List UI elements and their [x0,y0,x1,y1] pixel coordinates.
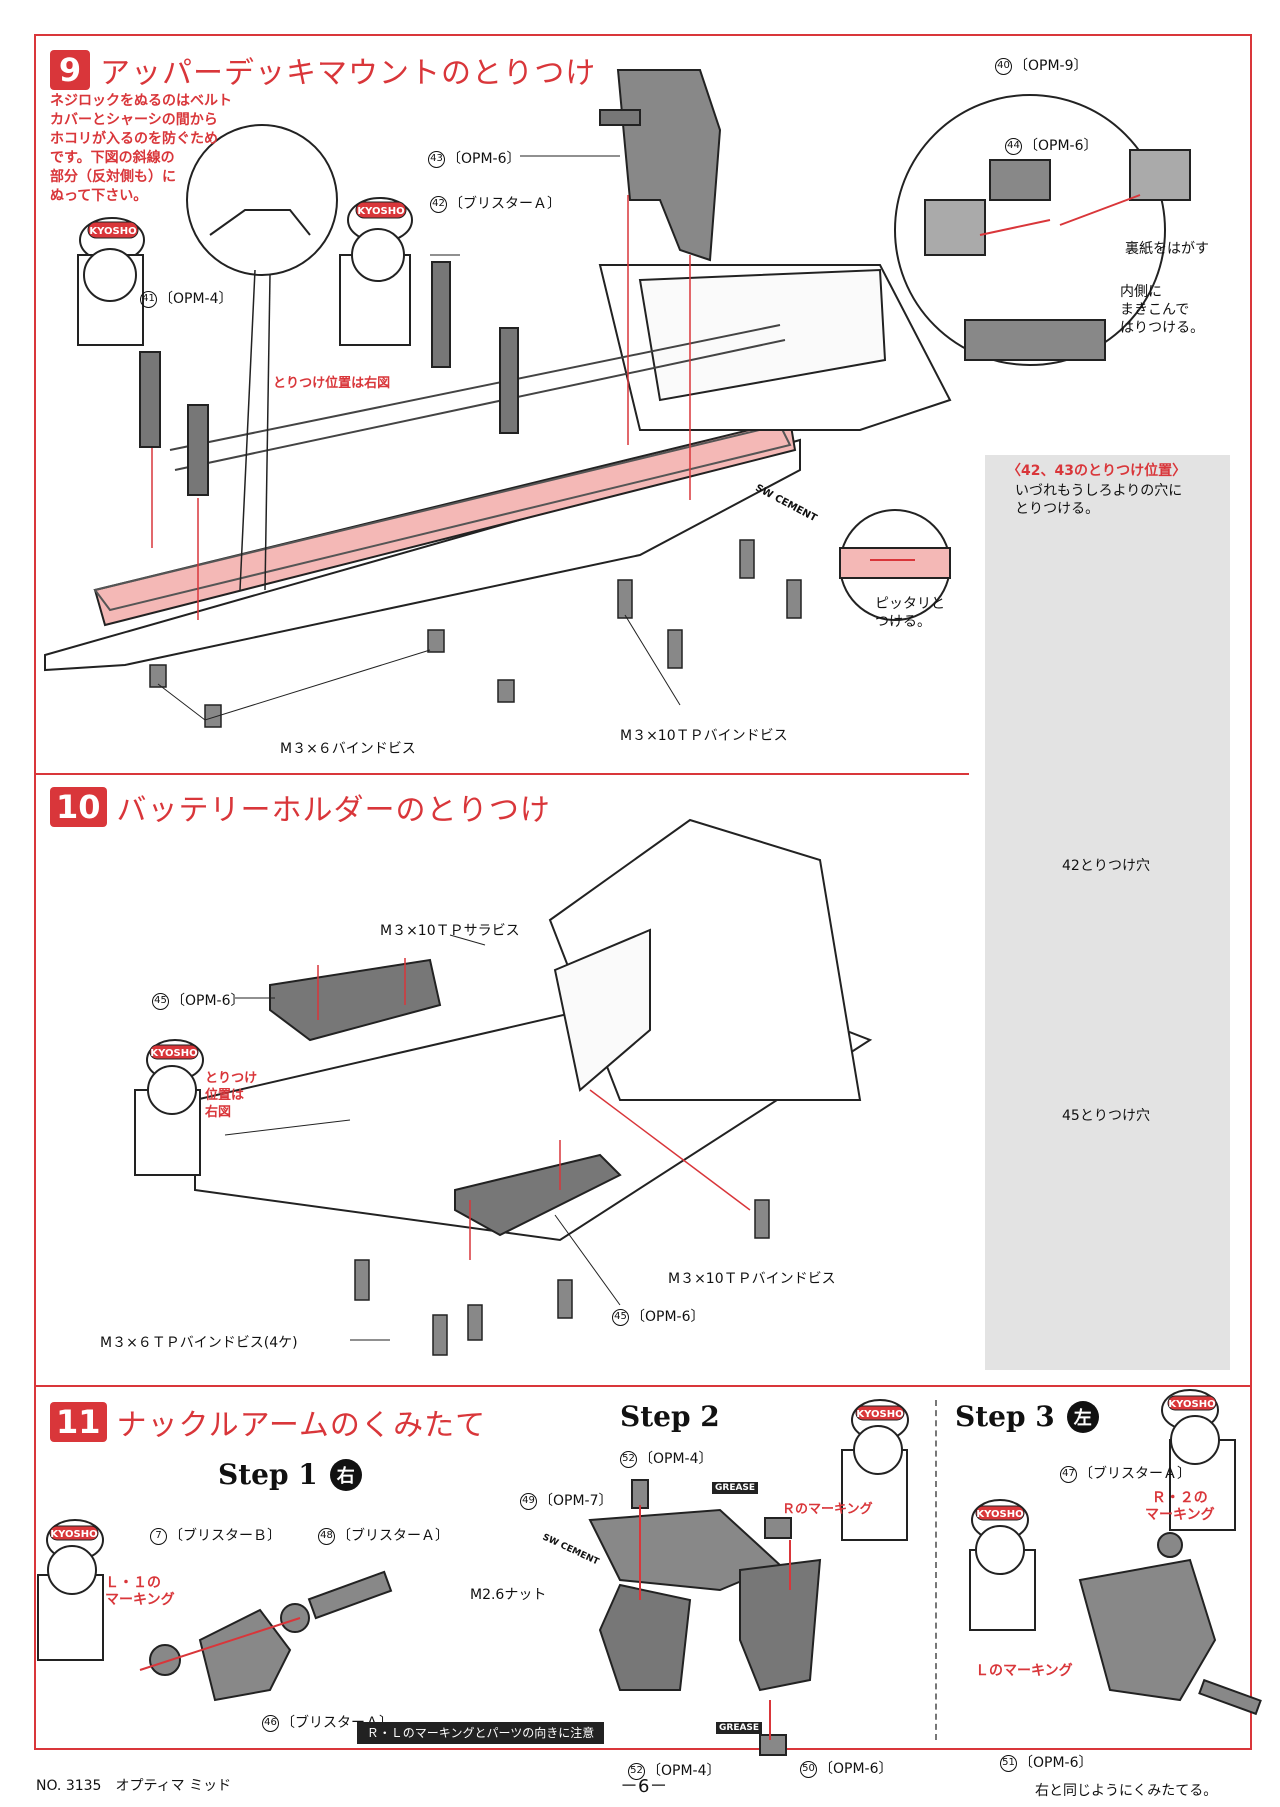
divider-9-10 [34,773,969,775]
knuckle-step3 [1078,1532,1262,1716]
leaders-9 [157,155,681,721]
screw-m3x10-label: M３×10ＴＰバインドビス [620,728,788,744]
mascot-note-9: とりつけ位置は右図 [273,376,391,391]
step-2-heading: Step 2 [620,1400,720,1433]
step-3-side-badge: 左 [1066,1400,1099,1433]
part-40-label: 40〔OPM-9〕 [995,55,1088,75]
l-marking-label: Ｌのマーキング [975,1663,1073,1679]
part-51-label: 51〔OPM-6〕 [1000,1752,1093,1772]
part-52a-label: 52〔OPM-4〕 [620,1448,713,1468]
part-7-label: 7〔ブリスターＢ〕 [150,1525,281,1545]
section-10-number: 10 [50,787,107,827]
mascot-cap-text-5: KYOSHO [856,1409,903,1420]
grease-tag-top: GREASE [712,1482,759,1494]
section-9-text: アッパーデッキマウントのとりつけ [100,56,597,91]
section-10-title: 10 バッテリーホルダーのとりつけ [50,785,551,829]
part-41-label: 41〔OPM-4〕 [140,288,233,308]
screw-bind-label-10: M３×10ＴＰバインドビス [668,1271,836,1287]
upper-deck-mount-43 [599,69,722,262]
part-45a-label: 45〔OPM-6〕 [152,990,245,1010]
knuckle-step1 [139,1570,393,1702]
step-1-label: Step 1 [218,1458,318,1491]
same-as-right-note: 右と同じようにくみたてる。 [1035,1783,1218,1799]
hole-45-label: 45とりつけ穴 [1062,1108,1150,1124]
part-50-label: 50〔OPM-6〕 [800,1758,893,1778]
mascot-cap-text-3: KYOSHO [150,1048,197,1059]
divider-step2-3 [935,1400,937,1740]
part-42-label: 42〔ブリスターＡ〕 [430,193,561,213]
step-1-side-badge: 右 [329,1458,362,1491]
hole-42-label: 42とりつけ穴 [1062,858,1150,874]
screws-9 [149,539,802,728]
part-45b-label: 45〔OPM-6〕 [612,1306,705,1326]
battery-holders-45 [269,958,622,1237]
knuckle-step2 [588,1479,822,1756]
footer-page-number: －6－ [620,1776,668,1797]
l1-marking-label: Ｌ・１の マーキング [105,1575,175,1608]
mascot-cap-text-2: KYOSHO [357,206,404,217]
arrows-10 [317,958,751,1260]
panel-subtitle: いづれもうしろよりの穴に とりつける。 [1015,483,1183,517]
section-9-number: 9 [50,50,90,90]
section-9-title: 9 アッパーデッキマウントのとりつけ [50,48,596,92]
neji-lock-note: ネジロックをぬるのはベルト カバーとシャーシの間から ホコリが入るのを防ぐため … [50,93,232,204]
chassis-drawing-10 [194,818,873,1242]
footer-model: NO. 3135 オプティマ ミッド [36,1778,232,1794]
marking-notice: Ｒ・Ｌのマーキングとパーツの向きに注意 [357,1722,604,1744]
section-11-title: 11 ナックルアームのくみたて [50,1400,486,1444]
mounting-position-panel [985,455,1230,1370]
peel-backing-label: 裏紙をはがす [1125,241,1209,257]
posts-41-42 [139,261,519,496]
mascot-cap-text-1: KYOSHO [89,226,136,237]
screw-m3x6tp-label: M３×６ＴＰバインドビス(4ケ) [100,1335,298,1351]
grease-tag-bottom: GREASE [716,1722,763,1734]
part-47-label: 47〔ブリスターＡ〕 [1060,1463,1191,1483]
step-1-heading: Step 1 右 [218,1458,362,1491]
r-marking-label: Ｒのマーキング [782,1502,873,1517]
panel-title: 〈42、43のとりつけ位置〉 [1007,463,1187,479]
part-48-label: 48〔ブリスターＡ〕 [318,1525,449,1545]
mascot-note-10: とりつけ 位置は 右図 [205,1071,258,1120]
part-52b-label: 52〔OPM-4〕 [628,1760,721,1780]
screw-m3x6-label: M３×６バインドビス [280,741,416,757]
screws-10 [354,1199,770,1356]
step-3-label: Step 3 [955,1400,1055,1433]
assembly-arrows [151,195,691,620]
wrap-inside-label: 内側に まきこんで はりつける。 [1120,284,1205,336]
section-11-number: 11 [50,1402,107,1442]
page-frame [34,34,1252,1750]
nut-label: M2.6ナット [470,1587,547,1603]
part-49-label: 49〔OPM-7〕 [520,1490,613,1510]
magnifier-9 [186,124,338,591]
mascot-caps [49,201,1217,1541]
chassis-drawing-9 [44,264,952,672]
flush-inset-circle [839,509,951,621]
section-10-text: バッテリーホルダーのとりつけ [116,793,551,828]
step-2-label: Step 2 [620,1400,720,1433]
section-11-text: ナックルアームのくみたて [116,1408,487,1443]
divider-10-11 [34,1385,1252,1387]
mascot-cap-text-6: KYOSHO [1168,1399,1215,1410]
part-43-label: 43〔OPM-6〕 [428,148,521,168]
step-3-heading: Step 3 左 [955,1400,1099,1433]
mascot-cap-text: KYOSHO KYOSHO KYOSHO KYOSHO KYOSHO KYOSH… [50,206,1215,1540]
flush-label: ピッタリと つける。 [875,596,945,630]
foam-detail-circle [894,94,1191,366]
screw-sara-label: M３×10ＴＰサラビス [380,923,520,939]
leaders-10 [224,934,621,1341]
mascot-cap-text-7: KYOSHO [976,1509,1023,1520]
r2-marking-label: Ｒ・２の マーキング [1145,1490,1215,1523]
mascot-cap-text-4: KYOSHO [50,1529,97,1540]
part-44-label: 44〔OPM-6〕 [1005,135,1098,155]
